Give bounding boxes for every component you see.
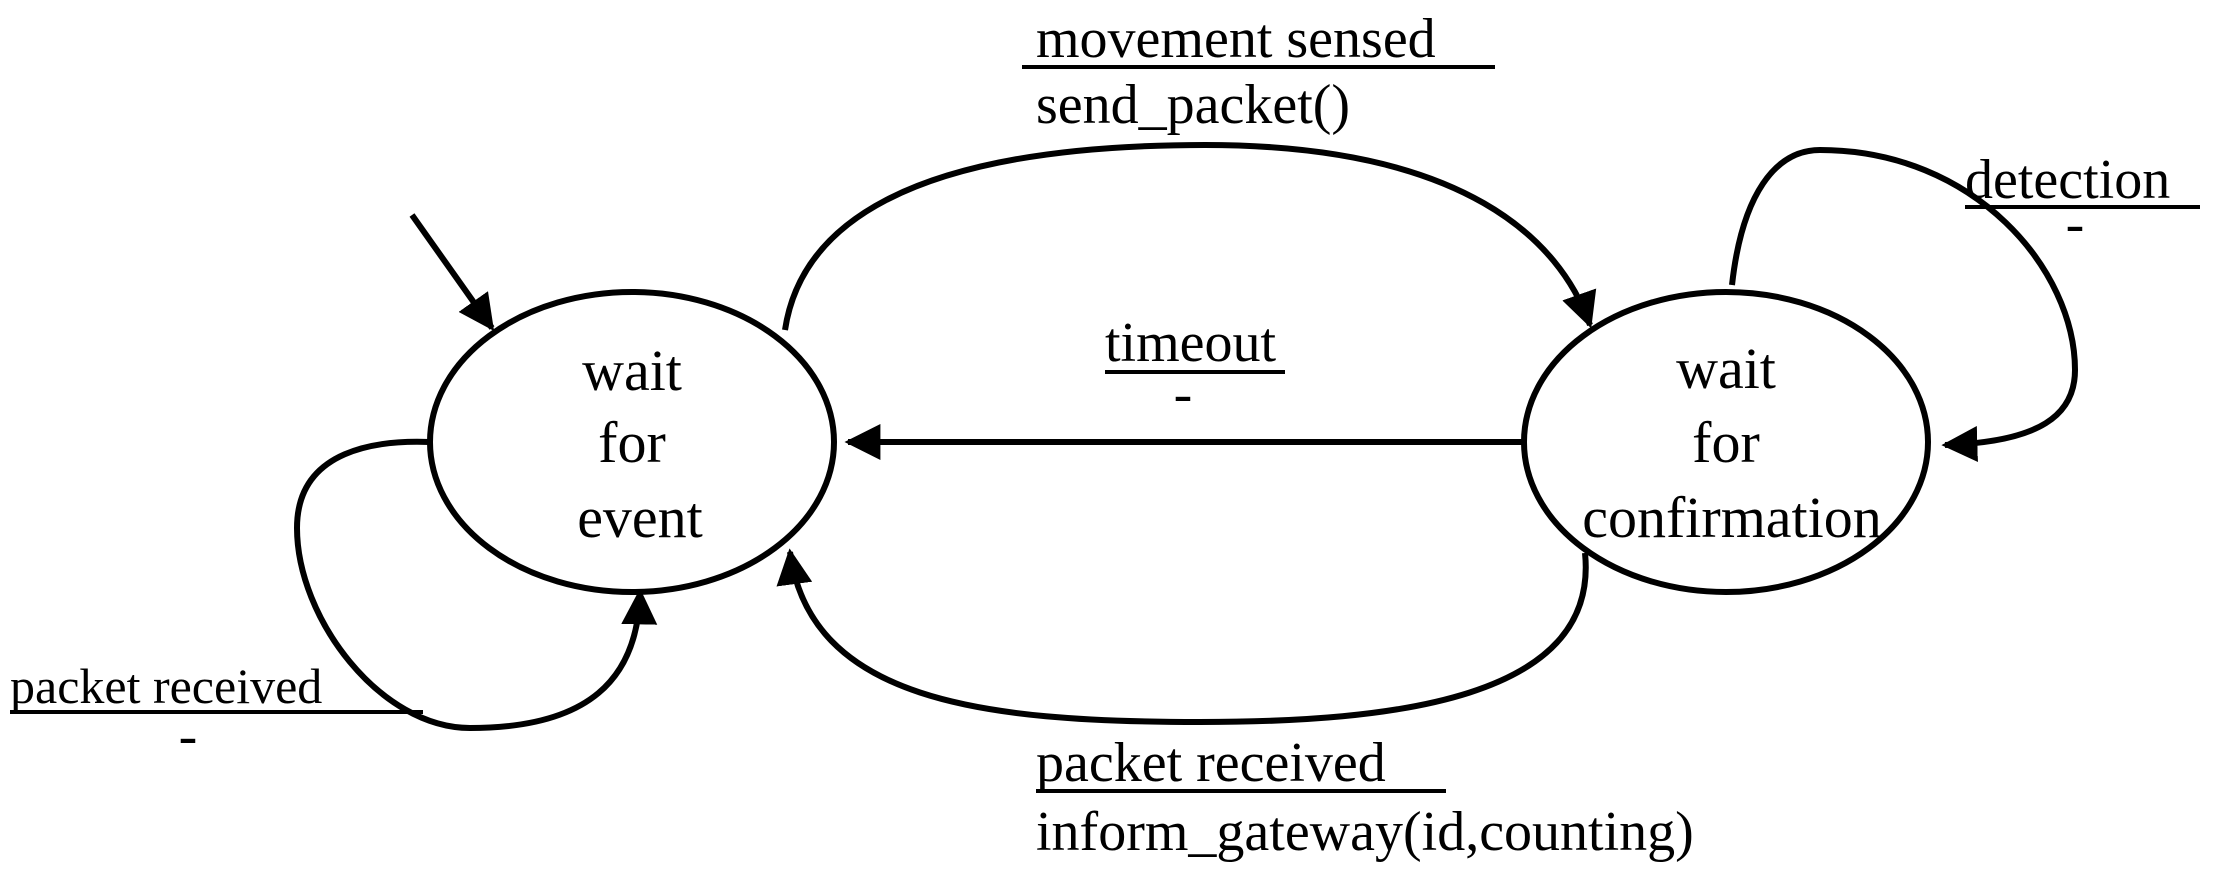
state-wait-for-event: wait for event [427, 289, 837, 595]
state-wait-for-confirmation: wait for confirmation [1521, 289, 1931, 595]
label-packet-received-confirm: packet received inform_gateway(id,counti… [1036, 732, 1694, 863]
detection-self-loop-edge [1729, 146, 2079, 462]
initial-arrow [409, 213, 495, 331]
state-wait-for-confirmation-line-3: confirmation [1582, 485, 1882, 550]
label-detection: detection - [1965, 149, 2200, 255]
state-wait-for-event-line-2: for [598, 410, 666, 475]
detection-action: - [2066, 193, 2085, 255]
label-packet-received-self: packet received - [10, 658, 423, 767]
packet-received-confirm-event: packet received [1036, 732, 1386, 794]
state-wait-for-confirmation-line-1: wait [1676, 336, 1776, 401]
packet-received-confirm-action: inform_gateway(id,counting) [1036, 801, 1694, 863]
state-wait-for-confirmation-line-2: for [1692, 410, 1760, 475]
detection-event: detection [1965, 149, 2170, 211]
movement-sensed-event: movement sensed [1036, 8, 1436, 70]
state-wait-for-event-line-3: event [577, 485, 703, 550]
label-timeout: timeout - [1105, 312, 1285, 425]
timeout-action: - [1174, 363, 1193, 425]
label-movement-sensed: movement sensed send_packet() [1022, 8, 1495, 136]
packet-received-self-action: - [179, 705, 198, 767]
packet-received-self-loop-edge [293, 438, 658, 732]
timeout-event: timeout [1105, 312, 1277, 374]
state-wait-for-event-line-1: wait [582, 338, 682, 403]
movement-sensed-action: send_packet() [1036, 74, 1350, 136]
packet-received-self-event: packet received [10, 658, 322, 714]
movement-sensed-edge [782, 141, 1597, 331]
packet-received-confirm-edge [776, 548, 1589, 726]
